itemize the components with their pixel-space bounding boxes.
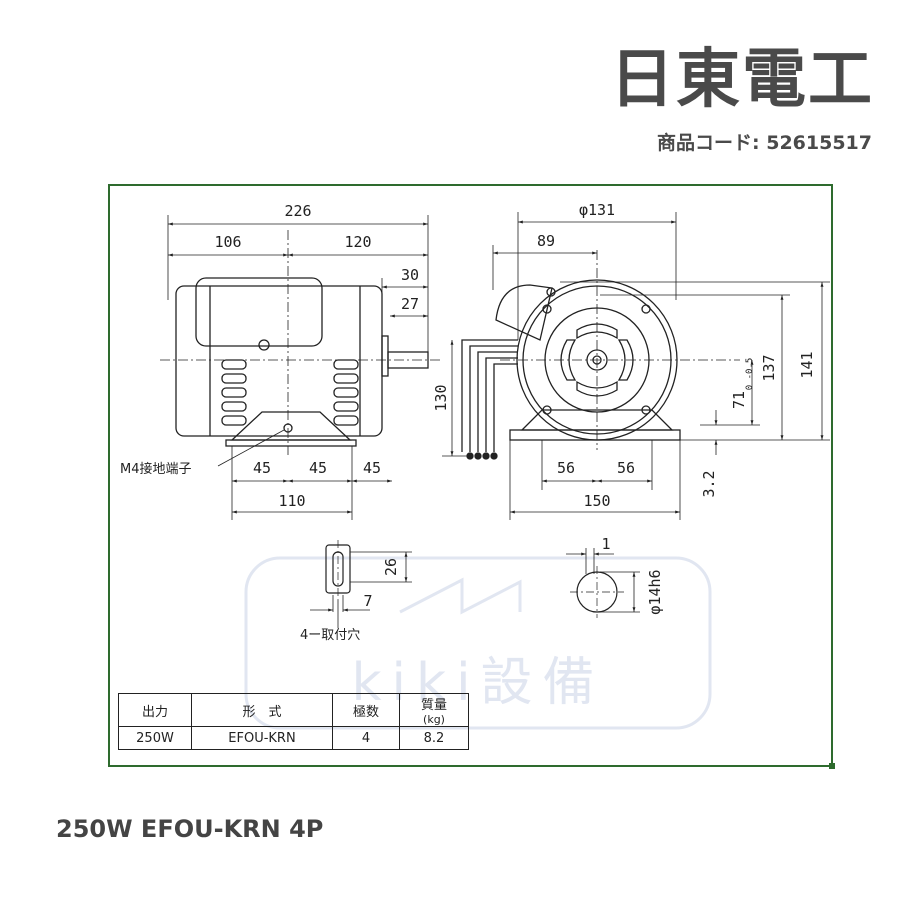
dim-7: 7 bbox=[363, 592, 372, 610]
dim-phi131: φ131 bbox=[579, 201, 615, 219]
spec-mass-value: 8.2 bbox=[399, 726, 469, 750]
dim-106: 106 bbox=[214, 233, 241, 251]
motor-front-view bbox=[461, 250, 740, 460]
dim-141: 141 bbox=[798, 351, 816, 378]
dim-45-c: 45 bbox=[363, 459, 381, 477]
brand-logo: 日東電工 bbox=[610, 43, 874, 117]
drawing-frame bbox=[108, 184, 833, 767]
spec-poles-value: 4 bbox=[332, 726, 400, 750]
dim-137: 137 bbox=[760, 354, 778, 381]
spec-model-value: EFOU-KRN bbox=[191, 726, 333, 750]
dim-56-b: 56 bbox=[617, 459, 635, 477]
dim-226: 226 bbox=[284, 202, 311, 220]
spec-table: 出力 形 式 極数 質量 (kg) 250W EFOU-KRN 4 8.2 bbox=[118, 693, 469, 750]
dim-45-b: 45 bbox=[309, 459, 327, 477]
dim-120: 120 bbox=[344, 233, 371, 251]
spec-output-value: 250W bbox=[118, 726, 192, 750]
spec-header-model: 形 式 bbox=[191, 693, 333, 727]
product-title: 250W EFOU-KRN 4P bbox=[56, 815, 324, 843]
spec-header-mass-label: 質量 bbox=[420, 698, 447, 713]
dim-45-a: 45 bbox=[253, 459, 271, 477]
dim-56-a: 56 bbox=[557, 459, 575, 477]
dim-30: 30 bbox=[401, 266, 419, 284]
dim-71-tolerance: 0 -0.5 bbox=[745, 358, 755, 391]
dim-3-2: 3.2 bbox=[700, 470, 718, 497]
dim-130: 130 bbox=[432, 384, 450, 411]
spec-header-mass: 質量 (kg) bbox=[399, 693, 469, 727]
dim-110: 110 bbox=[278, 492, 305, 510]
frame-corner-handle bbox=[829, 763, 835, 769]
motor-side-view bbox=[160, 230, 440, 455]
spec-header-mass-unit: (kg) bbox=[423, 713, 445, 726]
spec-header-poles: 極数 bbox=[332, 693, 400, 727]
dim-89: 89 bbox=[537, 232, 555, 250]
mount-hole-label: 4ー取付穴 bbox=[300, 628, 360, 643]
dim-150: 150 bbox=[583, 492, 610, 510]
side-view-dimensions bbox=[167, 215, 429, 520]
spec-header-output: 出力 bbox=[118, 693, 192, 727]
dim-26: 26 bbox=[382, 558, 400, 576]
dim-71: 71 bbox=[730, 391, 748, 409]
dim-phi14h6: φ14h6 bbox=[646, 569, 664, 614]
dim-27: 27 bbox=[401, 295, 419, 313]
shaft-detail bbox=[566, 548, 640, 618]
front-view-dimensions bbox=[442, 212, 830, 520]
product-code: 商品コード: 52615517 bbox=[657, 132, 872, 154]
dim-1: 1 bbox=[601, 535, 610, 553]
ground-terminal-label: M4接地端子 bbox=[120, 461, 192, 477]
mount-hole-detail bbox=[310, 540, 412, 628]
